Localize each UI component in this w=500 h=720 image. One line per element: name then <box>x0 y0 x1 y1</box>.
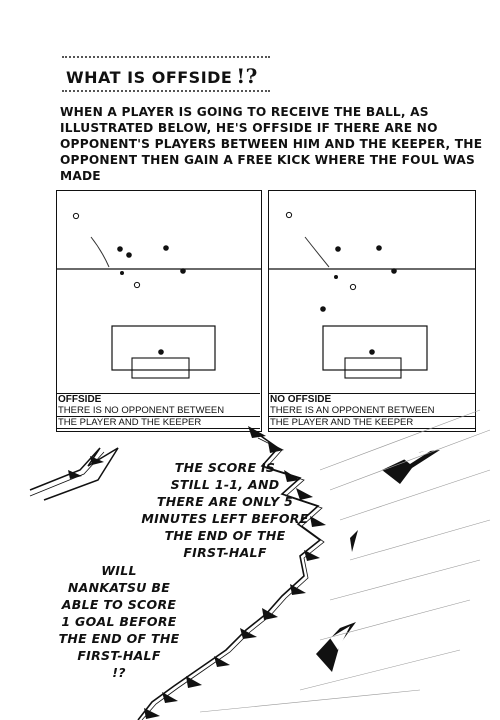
caption-line: THE PLAYER AND THE KEEPER <box>269 417 475 429</box>
receiver-marker <box>133 281 141 289</box>
page-title-text: WHAT IS OFFSIDE <box>66 68 233 87</box>
jagged-strike-right <box>316 450 440 672</box>
narration-line: THE SCORE IS <box>174 460 276 475</box>
ball-marker <box>120 271 124 275</box>
narration-line: THE END OF THE <box>164 528 286 543</box>
narration-line: NANKATSU BE <box>67 580 171 595</box>
caption-line: THERE IS NO OPPONENT BETWEEN <box>57 405 260 417</box>
defender-marker <box>376 245 382 251</box>
narration-line: STILL 1-1, AND <box>170 477 280 492</box>
offside-pitch <box>57 212 261 379</box>
narration-line: FIRST-HALF <box>183 545 267 560</box>
speed-lines <box>199 409 491 713</box>
defender-marker <box>163 245 169 251</box>
diagram-offside: OFFSIDE THERE IS NO OPPONENT BETWEEN THE… <box>56 190 262 432</box>
caption-title: NO OFFSIDE <box>270 394 332 405</box>
caption-line: THERE IS AN OPPONENT BETWEEN <box>269 405 475 417</box>
receiver-marker <box>349 283 357 291</box>
narration-line: WILL <box>101 563 137 578</box>
diagram-no-offside: NO OFFSIDE THERE IS AN OPPONENT BETWEEN … <box>268 190 476 432</box>
narration-line: 1 GOAL BEFORE <box>61 614 177 629</box>
narration-line: FIRST-HALF <box>77 648 161 663</box>
narration-line: THE END OF THE <box>58 631 180 646</box>
attacker-marker <box>285 211 293 219</box>
title-rule-top <box>62 56 270 58</box>
ball-marker <box>334 275 338 279</box>
no-offside-pitch <box>269 211 475 379</box>
narration-line: MINUTES LEFT BEFORE <box>141 511 309 526</box>
title-exclaim-question: !? <box>236 64 258 88</box>
title-rule-bottom <box>62 90 270 92</box>
left-barbs <box>68 456 104 479</box>
defender-marker <box>126 252 132 258</box>
defender-marker <box>180 268 186 274</box>
defender-marker <box>335 246 341 252</box>
page-title: WHAT IS OFFSIDE!? <box>66 64 258 88</box>
keeper-marker <box>369 349 375 355</box>
caption-no-offside: NO OFFSIDE THERE IS AN OPPONENT BETWEEN … <box>269 393 475 429</box>
caption-offside: OFFSIDE THERE IS NO OPPONENT BETWEEN THE… <box>57 393 260 429</box>
narration-bubble-score: THE SCORE IS STILL 1-1, AND THERE ARE ON… <box>130 459 320 561</box>
barbed-wire-left <box>29 447 119 501</box>
caption-title: OFFSIDE <box>58 394 102 405</box>
narration-bubble-question: WILL NANKATSU BE ABLE TO SCORE 1 GOAL BE… <box>44 562 194 681</box>
defender-marker <box>391 268 397 274</box>
defender-marker <box>320 306 326 312</box>
narration-line: ABLE TO SCORE <box>61 597 177 612</box>
attacker-marker <box>72 212 80 220</box>
keeper-marker <box>158 349 164 355</box>
caption-line: THE PLAYER AND THE KEEPER <box>57 417 260 429</box>
intro-paragraph: WHEN A PLAYER IS GOING TO RECEIVE THE BA… <box>60 105 483 183</box>
defender-marker <box>117 246 123 252</box>
narration-line: THERE ARE ONLY 5 <box>156 494 294 509</box>
narration-line: !? <box>112 665 126 680</box>
